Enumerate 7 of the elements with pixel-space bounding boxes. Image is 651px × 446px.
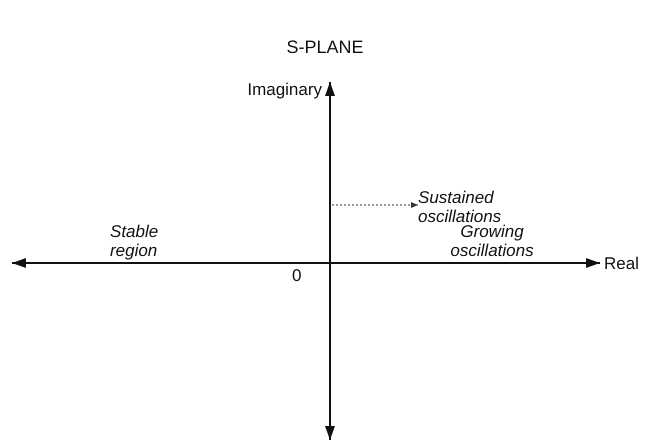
diagram-title: S-PLANE xyxy=(285,38,365,57)
origin-label: 0 xyxy=(292,266,302,285)
imaginary-axis xyxy=(325,82,335,440)
axis-label: Real xyxy=(604,254,640,273)
leader-line xyxy=(332,202,418,208)
region-label: Stable region xyxy=(110,222,160,260)
axis-label: Imaginary xyxy=(246,80,322,99)
